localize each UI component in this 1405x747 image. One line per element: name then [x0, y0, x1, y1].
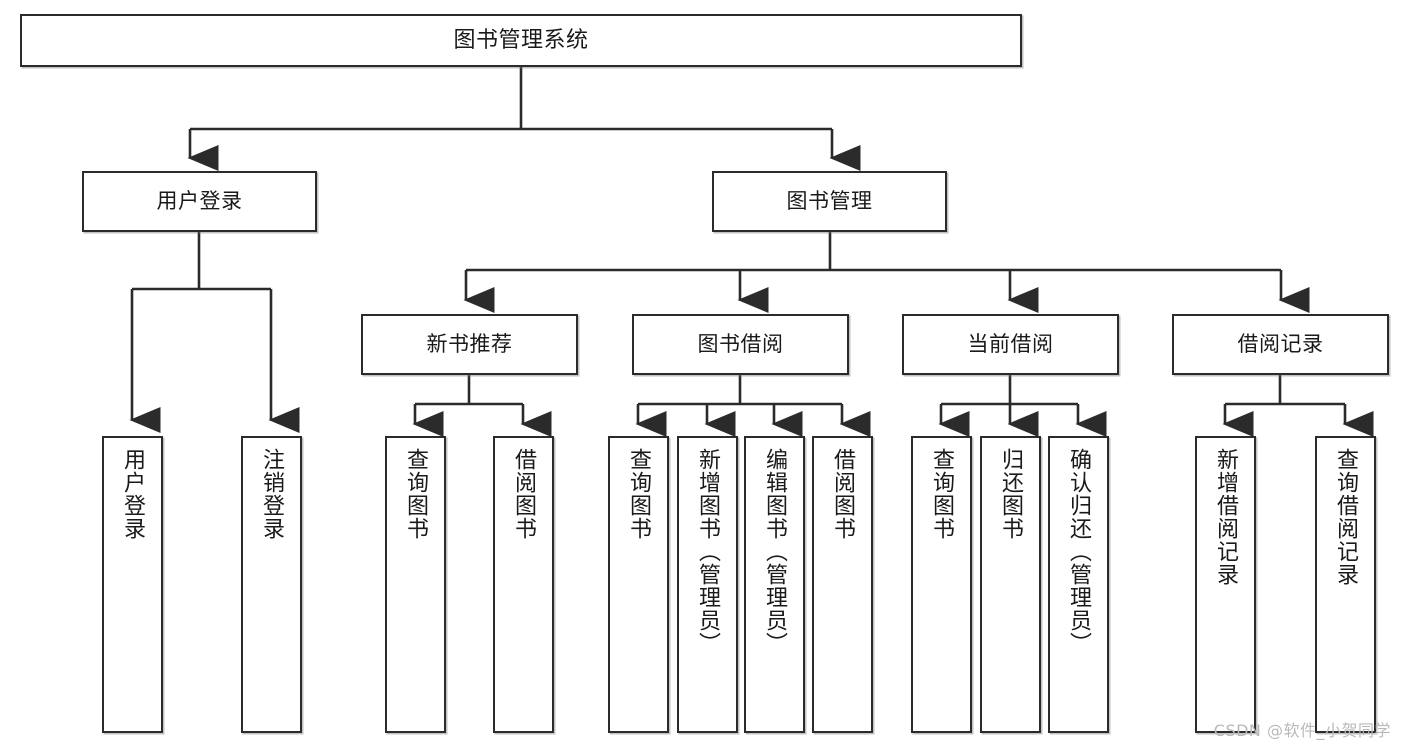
- leaf-logout-login[interactable]: 注销登录: [241, 436, 302, 733]
- leaf-confirm-return-label: 确认归还（管理员）: [1066, 448, 1092, 655]
- node-book-borrow-label: 图书借阅: [697, 332, 784, 357]
- leaf-add-book-label: 新增图书（管理员）: [695, 448, 721, 655]
- leaf-borrow-book-2[interactable]: 借阅图书: [812, 436, 873, 733]
- leaf-user-login-label: 用户登录: [120, 448, 146, 540]
- node-book-borrow[interactable]: 图书借阅: [632, 314, 849, 375]
- leaf-add-borrow-record-label: 新增借阅记录: [1213, 448, 1239, 586]
- node-current-borrow[interactable]: 当前借阅: [902, 314, 1119, 375]
- leaf-user-login[interactable]: 用户登录: [102, 436, 163, 733]
- leaf-logout-login-label: 注销登录: [259, 448, 285, 540]
- leaf-query-book-1-label: 查询图书: [403, 448, 429, 540]
- leaf-edit-book[interactable]: 编辑图书（管理员）: [744, 436, 805, 733]
- leaf-return-book-label: 归还图书: [998, 448, 1024, 540]
- leaf-borrow-book-2-label: 借阅图书: [830, 448, 856, 540]
- node-borrow-record[interactable]: 借阅记录: [1172, 314, 1389, 375]
- leaf-edit-book-label: 编辑图书（管理员）: [762, 448, 788, 655]
- leaf-add-book[interactable]: 新增图书（管理员）: [677, 436, 738, 733]
- node-root-system-label: 图书管理系统: [453, 27, 589, 53]
- leaf-confirm-return[interactable]: 确认归还（管理员）: [1048, 436, 1109, 733]
- leaf-return-book[interactable]: 归还图书: [980, 436, 1041, 733]
- leaf-query-book-1[interactable]: 查询图书: [385, 436, 446, 733]
- node-current-borrow-label: 当前借阅: [967, 332, 1054, 357]
- leaf-query-borrow-record[interactable]: 查询借阅记录: [1315, 436, 1376, 733]
- node-user-login-label: 用户登录: [156, 189, 243, 214]
- node-book-management[interactable]: 图书管理: [712, 171, 947, 232]
- leaf-borrow-book-1-label: 借阅图书: [511, 448, 537, 540]
- node-new-book-recommend[interactable]: 新书推荐: [361, 314, 578, 375]
- leaf-query-book-2-label: 查询图书: [626, 448, 652, 540]
- leaf-query-book-3-label: 查询图书: [929, 448, 955, 540]
- leaf-borrow-book-1[interactable]: 借阅图书: [493, 436, 554, 733]
- csdn-watermark: CSDN @软件_小贺同学: [1213, 721, 1391, 740]
- node-user-login[interactable]: 用户登录: [82, 171, 317, 232]
- node-new-book-recommend-label: 新书推荐: [426, 332, 513, 357]
- leaf-add-borrow-record[interactable]: 新增借阅记录: [1195, 436, 1256, 733]
- node-borrow-record-label: 借阅记录: [1237, 332, 1324, 357]
- leaf-query-book-2[interactable]: 查询图书: [608, 436, 669, 733]
- leaf-query-book-3[interactable]: 查询图书: [911, 436, 972, 733]
- node-book-management-label: 图书管理: [786, 189, 873, 214]
- node-root-system[interactable]: 图书管理系统: [20, 14, 1022, 67]
- leaf-query-borrow-record-label: 查询借阅记录: [1333, 448, 1359, 586]
